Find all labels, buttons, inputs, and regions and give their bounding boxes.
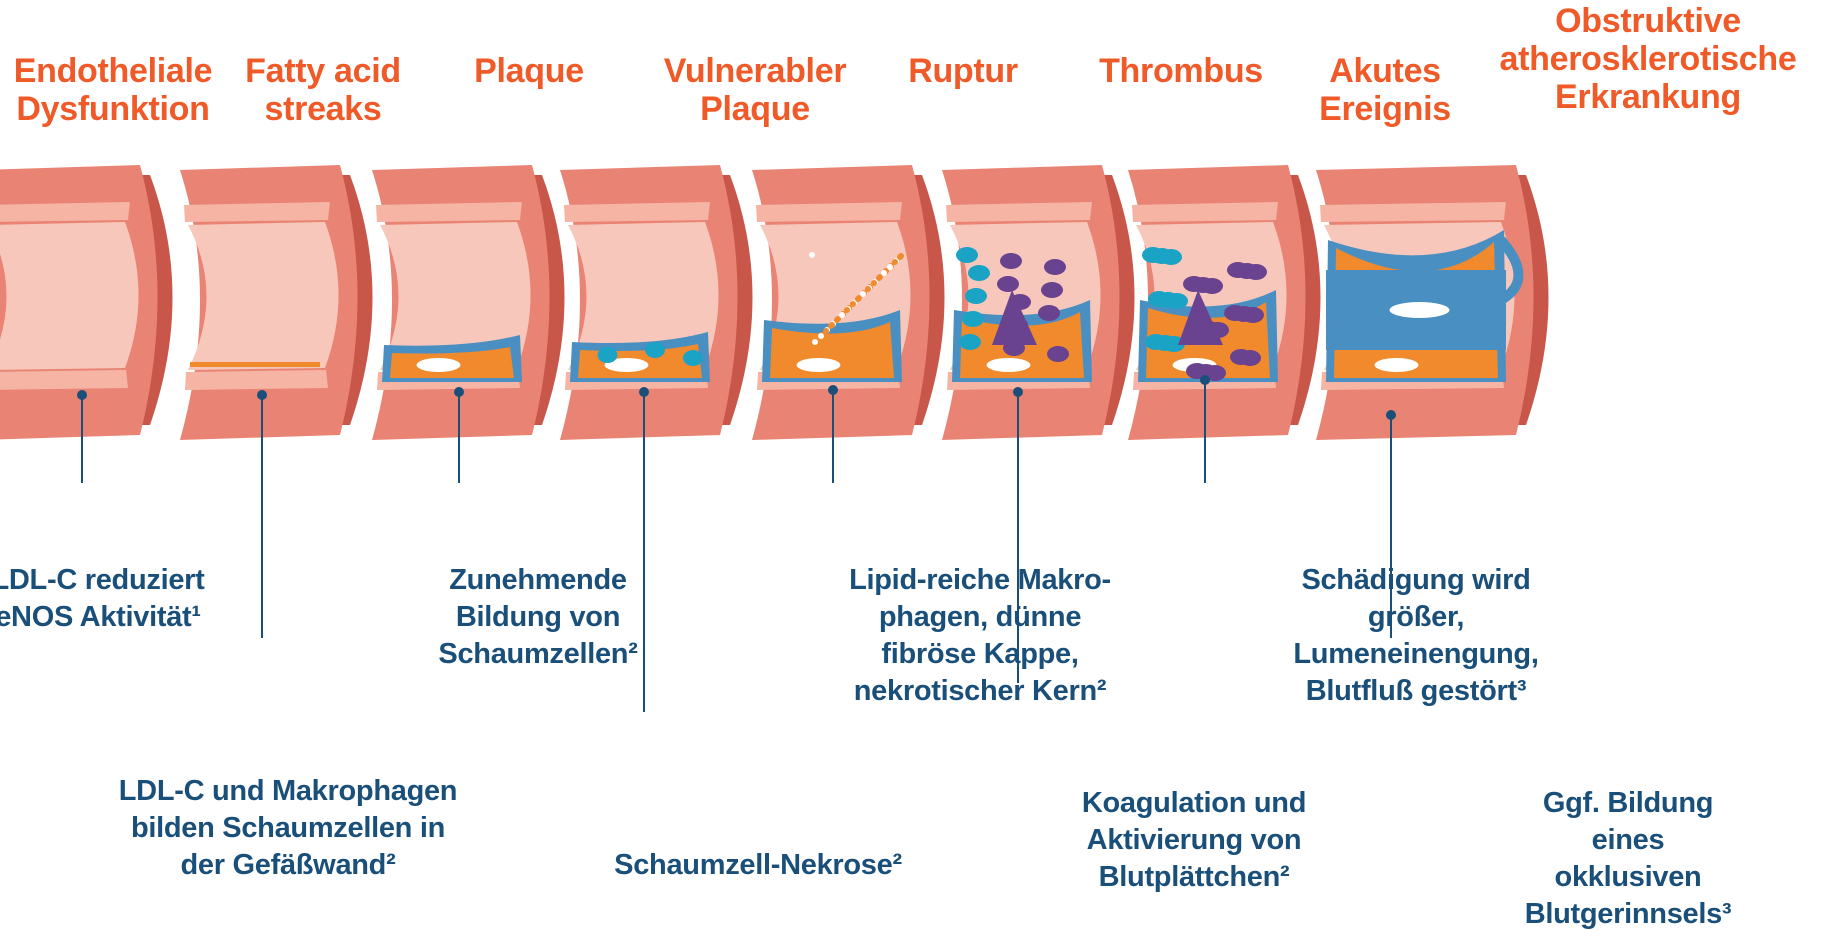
leader-endothelial-dot xyxy=(77,390,87,400)
description-acute-event: Schädigung wird größer, Lumeneinengung, … xyxy=(1293,562,1538,710)
artery-wall-stripe-top-thrombus xyxy=(946,202,1092,222)
artery-wall-stripe-top-obstructive xyxy=(1320,202,1506,222)
artery-lumen-endothelial xyxy=(0,222,139,370)
platelet-clot xyxy=(965,288,987,304)
leader-acute-dot xyxy=(1200,375,1210,385)
description-thrombus: Koagulation und Aktivierung von Blutplät… xyxy=(1082,785,1306,896)
artery-lumen-fatty xyxy=(188,222,339,370)
rupture-debris xyxy=(823,328,829,334)
artery-wall-stripe-top-fatty xyxy=(184,202,330,222)
artery-wall-stripe-top-endothelial xyxy=(0,202,130,222)
plaque-highlight-rupture xyxy=(797,358,841,372)
platelet-clot xyxy=(1242,307,1264,323)
platelet-clot xyxy=(968,265,990,281)
platelet-clot xyxy=(962,311,984,327)
plaque-highlight-thrombus xyxy=(987,358,1031,372)
rupture-debris xyxy=(876,275,882,281)
title-vulnerable-plaque: Vulnerabler Plaque xyxy=(664,52,847,128)
title-plaque: Plaque xyxy=(474,52,584,90)
leader-plaque-dot xyxy=(454,387,464,397)
rupture-debris xyxy=(834,317,840,323)
title-fatty-acid-streaks: Fatty acid streaks xyxy=(245,52,401,128)
artery-wall-stripe-bottom-endothelial xyxy=(0,370,128,390)
artery-wall-stripe-top-plaque xyxy=(376,202,522,222)
rupture-debris xyxy=(892,259,898,265)
rupture-debris xyxy=(839,312,845,318)
rupture-debris xyxy=(828,323,834,329)
platelet-clot xyxy=(1166,293,1188,309)
artery-wall-stripe-bottom-fatty xyxy=(185,370,328,390)
rupture-debris xyxy=(850,301,856,307)
rupture-debris xyxy=(865,286,871,292)
description-plaque: Zunehmende Bildung von Schaumzellen² xyxy=(438,562,637,673)
platelet-clot xyxy=(956,247,978,263)
leader-fatty-dot xyxy=(257,390,267,400)
rupture-debris xyxy=(812,339,818,345)
leader-thrombus-dot xyxy=(1013,387,1023,397)
plaque-highlight-plaque xyxy=(417,358,461,372)
artery-wall-stripe-top-acute xyxy=(1132,202,1278,222)
artery-wall-stripe-top-vulnerable xyxy=(564,202,710,222)
title-acute-event: Akutes Ereignis xyxy=(1319,52,1451,128)
description-endothelial-dysfunction: LDL-C reduziert eNOS Aktivität¹ xyxy=(0,562,205,636)
platelet-clot xyxy=(1044,259,1066,275)
rupture-debris xyxy=(818,333,824,339)
platelet-clot xyxy=(1047,346,1069,362)
rupture-debris xyxy=(809,252,815,258)
rupture-debris xyxy=(881,270,887,276)
rupture-debris xyxy=(897,254,903,260)
leader-vulnerable-dot xyxy=(639,387,649,397)
rupture-debris xyxy=(855,296,861,302)
platelet-clot xyxy=(959,334,981,350)
platelet-clot xyxy=(1239,350,1261,366)
platelet-clot xyxy=(1245,264,1267,280)
platelet-clot xyxy=(1201,278,1223,294)
leader-obstructive-dot xyxy=(1386,410,1396,420)
platelet-clot xyxy=(1038,305,1060,321)
description-vulnerable-plaque: Schaumzell-Nekrose² xyxy=(614,847,902,884)
clot-highlight xyxy=(1390,302,1450,318)
rupture-debris xyxy=(887,264,893,270)
description-rupture: Lipid-reiche Makro- phagen, dünne fibrös… xyxy=(849,562,1111,710)
rupture-debris xyxy=(860,291,866,297)
title-thrombus: Thrombus xyxy=(1099,52,1263,90)
plaque-highlight-obstructive xyxy=(1375,358,1419,372)
platelet-clot xyxy=(997,276,1019,292)
necrotic-cell-1 xyxy=(645,342,665,358)
necrotic-cell-0 xyxy=(598,347,618,363)
necrotic-cell-2 xyxy=(683,350,703,366)
platelet-clot xyxy=(1160,249,1182,265)
leader-rupture-dot xyxy=(828,385,838,395)
title-rupture: Ruptur xyxy=(908,52,1018,90)
description-obstructive-disease: Ggf. Bildung eines okklusiven Blutgerinn… xyxy=(1521,785,1736,933)
rupture-debris xyxy=(871,280,877,286)
artery-wall-stripe-top-rupture xyxy=(756,202,902,222)
title-obstructive-disease: Obstruktive atherosklerotische Erkrankun… xyxy=(1500,2,1797,116)
title-endothelial-dysfunction: Endotheliale Dysfunktion xyxy=(14,52,213,128)
rupture-debris xyxy=(844,307,850,313)
platelet-clot xyxy=(1041,282,1063,298)
platelet-clot xyxy=(1000,253,1022,269)
fatty-streak xyxy=(190,362,320,367)
description-fatty-acid-streaks: LDL-C und Makrophagen bilden Schaumzelle… xyxy=(119,773,457,884)
